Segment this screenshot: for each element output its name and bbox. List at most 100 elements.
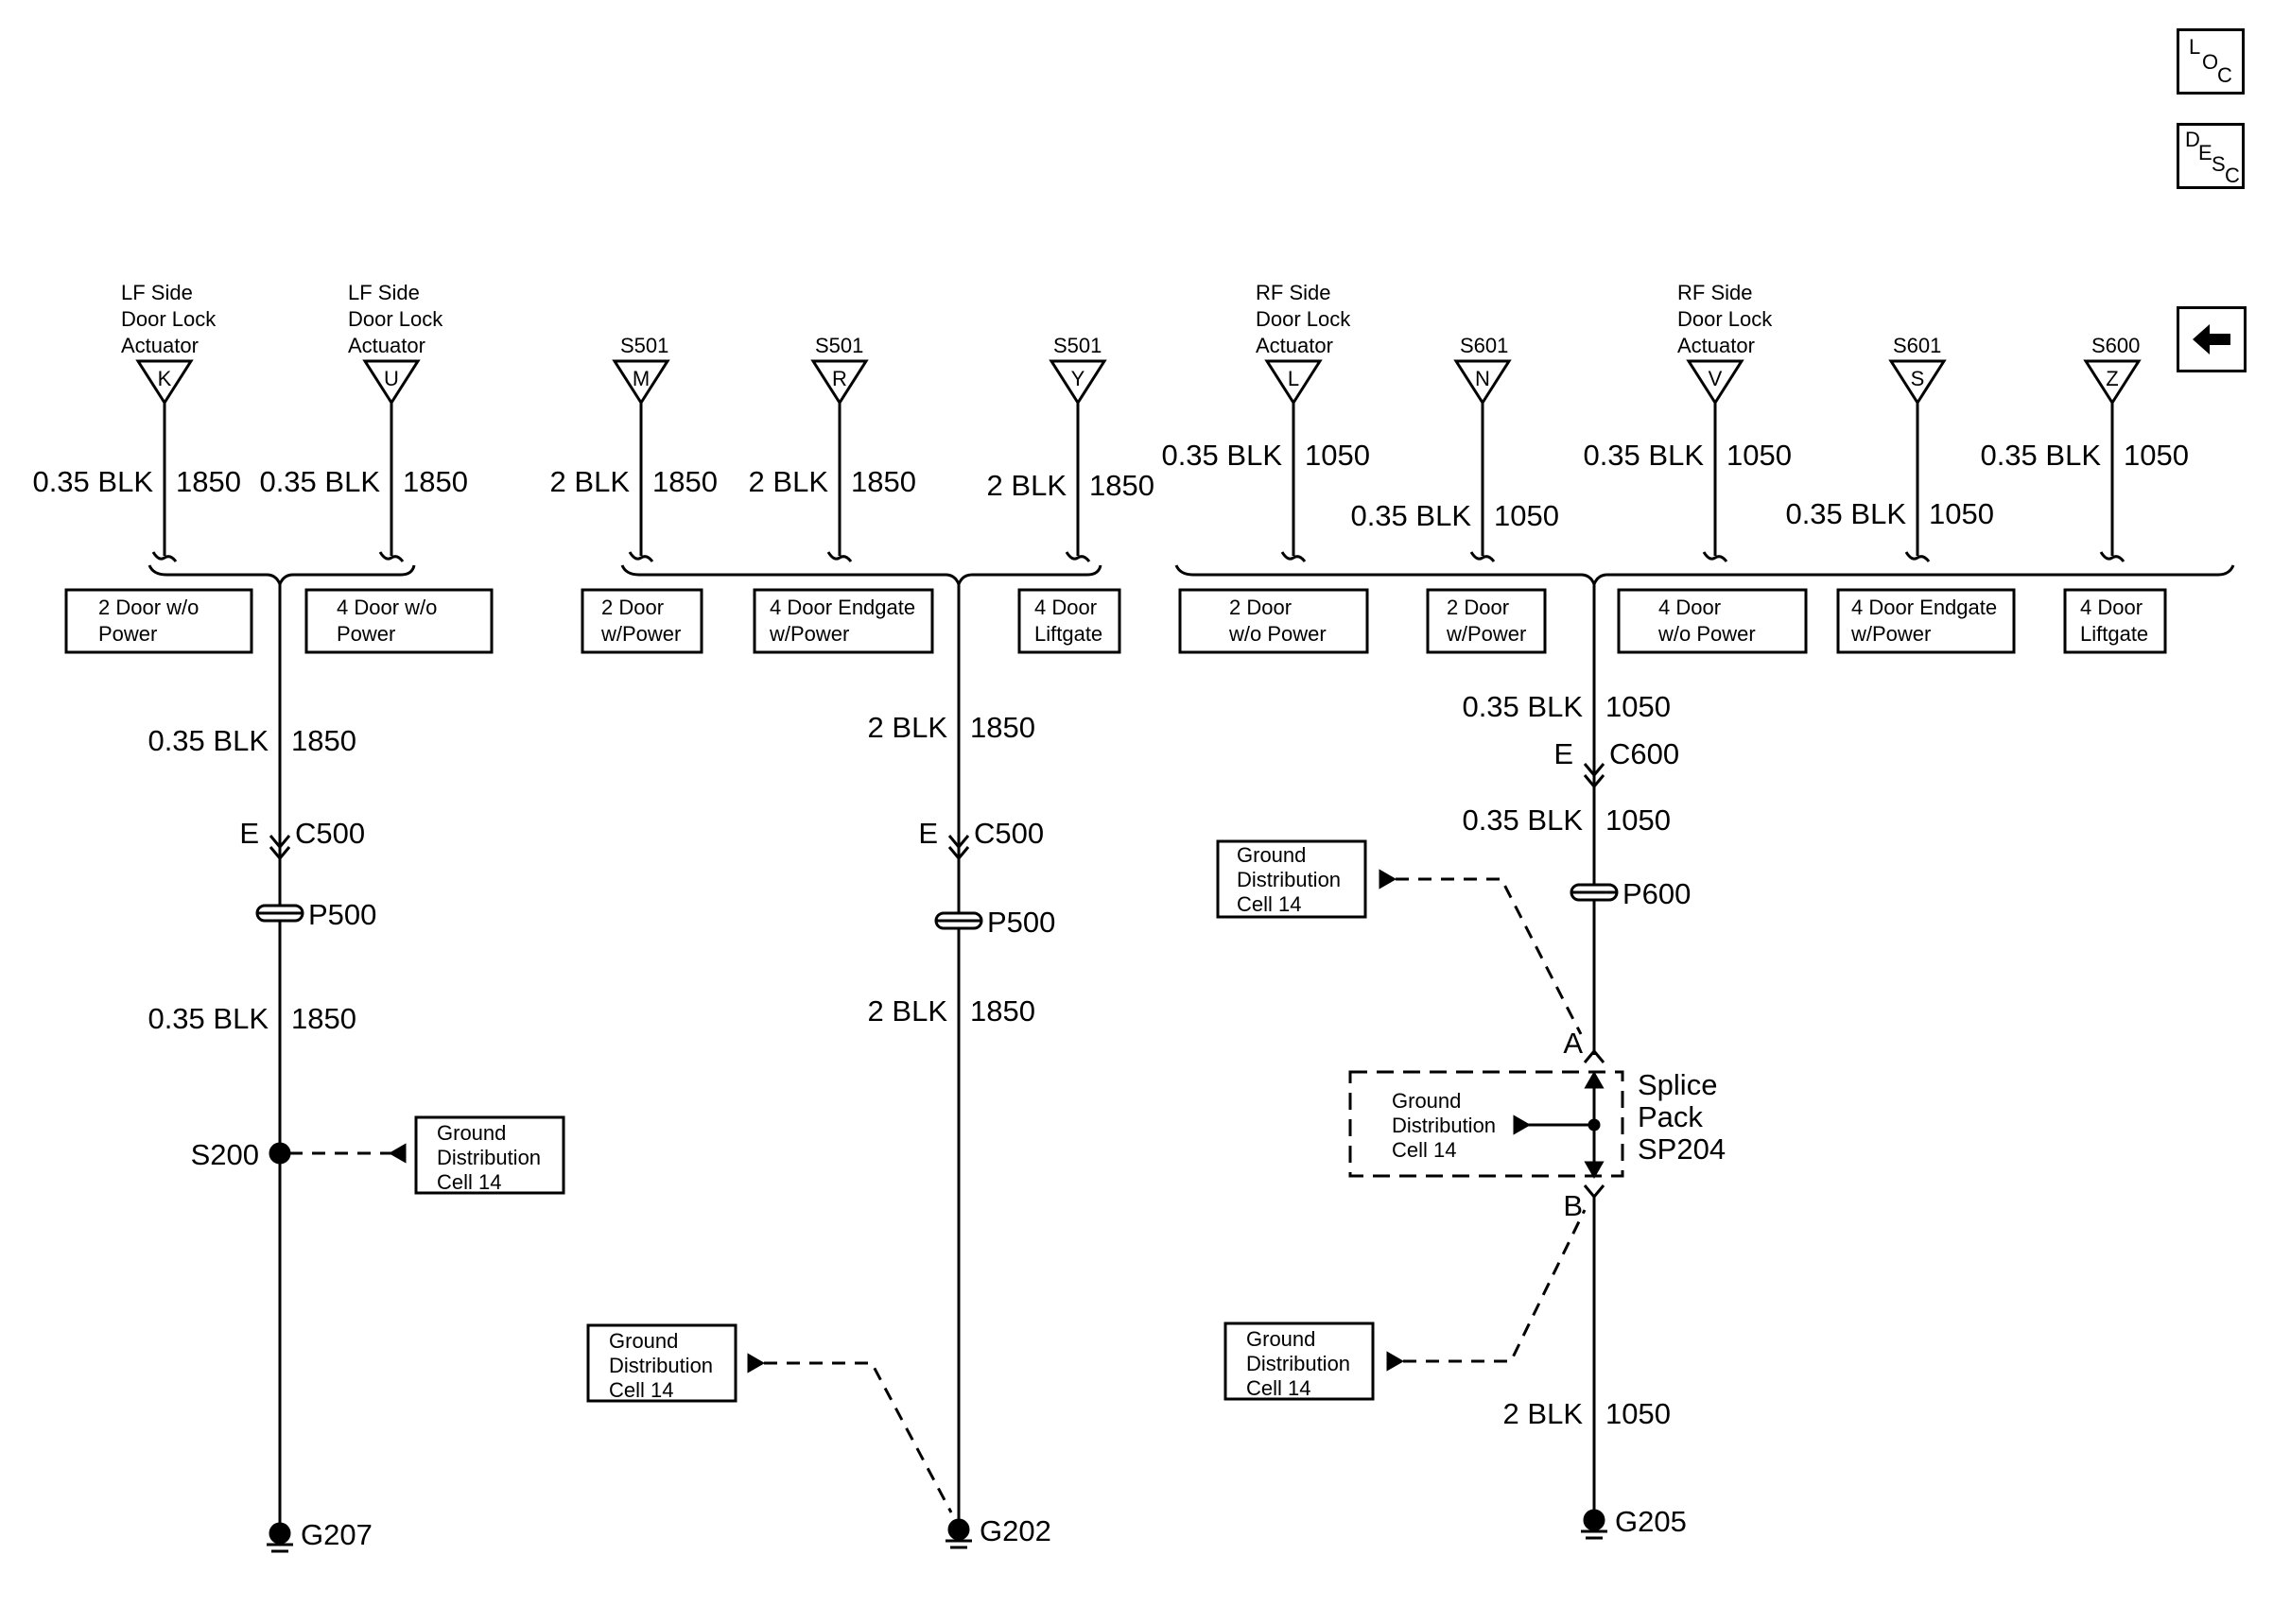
ground-ref-label: Distribution [1246,1352,1350,1375]
ref-arrow [1513,1114,1532,1135]
splice-arrow [1584,1161,1605,1180]
wire-gauge: 2 BLK [987,469,1067,502]
ground-name: G202 [980,1514,1051,1547]
option-label: Liftgate [2080,622,2148,646]
ref-letter: R [832,367,847,390]
option-label: 4 Door Endgate [770,596,915,619]
splice-dot [269,1142,291,1165]
option-label: w/Power [1446,622,1526,646]
ground-ref-box [414,1115,565,1195]
desc-letter: D [2185,128,2200,151]
option-box [581,588,703,654]
reference-triangle [810,359,869,406]
ref-label: S501 [1053,334,1102,357]
desc-letter: C [2225,164,2240,187]
ground-symbol [269,1522,291,1545]
wire-circuit: 1850 [970,711,1035,744]
wire-circuit: 1850 [291,1002,356,1035]
reference-triangle [1686,359,1744,406]
ground-ref-label: Ground [1246,1327,1315,1351]
option-label: 4 Door [1658,596,1721,619]
ref-letter: U [384,367,399,390]
wire-gauge: 0.35 BLK [259,465,380,498]
ground-ref-label: Ground [1237,843,1306,867]
connector-symbol [1583,1048,1605,1063]
wire-circuit: 1850 [403,465,468,498]
ground-ref-label: Cell 14 [1237,892,1301,916]
ref-label: LF Side [348,281,420,304]
wire-gauge: 0.35 BLK [32,465,153,498]
ref-label: Door Lock [1677,307,1773,331]
option-label: w/o Power [1657,622,1756,646]
option-label: 2 Door [1229,596,1292,619]
option-label: 4 Door [2080,596,2143,619]
wire-gauge: 2 BLK [868,994,948,1028]
left-arrow-icon [2193,324,2230,354]
loc-letter: C [2217,63,2232,87]
wire-gauge: 0.35 BLK [1462,690,1583,723]
option-brace [1174,564,2235,589]
ground-ref-label: Ground [437,1121,506,1145]
wire-end [826,551,853,562]
ref-label: RF Side [1677,281,1752,304]
wire-end [1280,551,1307,562]
option-box [1836,588,2016,654]
wire-circuit: 1850 [970,994,1035,1028]
connector-pin: E [918,817,938,850]
option-label: Power [337,622,395,646]
ground-name: G207 [301,1518,373,1551]
ground-name: G205 [1615,1505,1687,1538]
wire-gauge: 0.35 BLK [1583,439,1704,472]
wire-circuit: 1050 [1929,497,1994,530]
passthrough-name: P500 [987,906,1055,939]
wire-end [1065,551,1091,562]
ref-letter: M [633,367,650,390]
ref-letter: Y [1071,367,1085,390]
splice-pack-name: SP204 [1638,1132,1726,1166]
ref-label: RF Side [1256,281,1330,304]
reference-triangle [1453,359,1512,406]
option-label: 4 Door w/o [337,596,437,619]
wire-end [1904,551,1931,562]
ref-label: Door Lock [348,307,443,331]
ref-letter: S [1911,367,1925,390]
option-box [1017,588,1121,654]
ref-label: S600 [2091,334,2140,357]
reference-triangle [1264,359,1323,406]
ref-label: Actuator [1677,334,1755,357]
ref-arrow [1386,1351,1405,1372]
ref-label: Actuator [1256,334,1333,357]
ground-ref-label: Cell 14 [609,1378,673,1402]
ground-ref-box [586,1323,737,1403]
wire-end [151,551,178,562]
reference-triangle [612,359,670,406]
connector-name: C500 [295,817,365,850]
wire-gauge: 0.35 BLK [1462,803,1583,837]
wire-gauge: 0.35 BLK [147,724,269,757]
splice-ref-label: Cell 14 [1392,1138,1456,1162]
wire-gauge: 0.35 BLK [1161,439,1282,472]
wire-circuit: 1050 [1605,803,1671,837]
back-button[interactable] [2177,306,2247,372]
ground-circuit-g205: RF Side Door Lock Actuator S601 RF Side … [1161,281,2235,1540]
ref-letter: V [1709,367,1723,390]
loc-letter: O [2202,50,2219,74]
dashed-ref-line [1396,877,1583,1035]
reference-triangle [1049,359,1107,406]
connector-symbol [1583,1184,1605,1200]
option-box [1178,588,1369,654]
wire-circuit: 1050 [1726,439,1792,472]
passthrough-name: P500 [308,898,376,931]
reference-triangle [135,359,194,406]
ref-letter: N [1475,367,1490,390]
connector-pin: E [239,817,259,850]
ref-letter: L [1288,367,1299,390]
desc-button[interactable]: D E S C [2177,123,2245,189]
loc-button[interactable]: L O C [2177,28,2245,95]
splice-pack-box [1348,1070,1624,1178]
wire-circuit: 1850 [851,465,916,498]
ref-letter: K [158,367,172,390]
ref-letter: Z [2106,367,2118,390]
wire-circuit: 1850 [176,465,241,498]
ground-ref-box [1216,839,1367,919]
